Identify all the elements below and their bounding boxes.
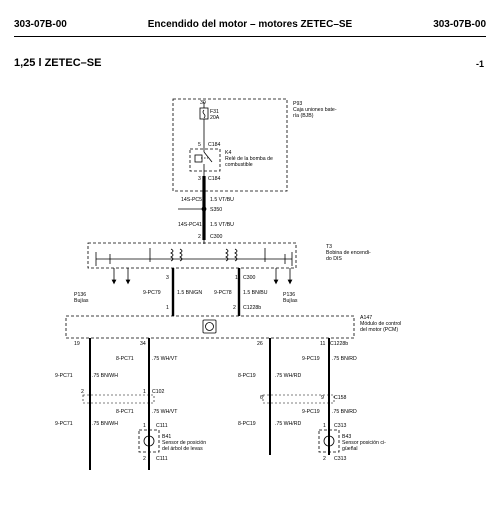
engine-title: 1,25 l ZETEC–SE [14, 57, 102, 69]
wire-pc41-spec: 1.5 VT/BU [210, 222, 234, 228]
coil-desc2: do DIS [326, 256, 342, 262]
rb-sensor-desc1: Sensor posición ci- [342, 440, 386, 446]
lb-sensor-desc1: Sensor de posición [162, 440, 206, 446]
header-divider [14, 36, 486, 37]
pcm-wire-left-id: 9-PC79 [143, 290, 161, 296]
pcm-pin-left: 1 [166, 305, 169, 311]
rb-c158: C158 [334, 395, 347, 401]
lb-w4-id: 9-PC71 [55, 421, 73, 427]
rb-pin6: 6 [260, 395, 263, 401]
coil-pin3: 3 [166, 275, 169, 281]
coil-conn-right: C300 [243, 275, 256, 281]
relay-pin-bottom: 3 [198, 176, 201, 182]
ground-icon [202, 319, 217, 334]
header-title: Encendido del motor – motores ZETEC–SE [147, 19, 353, 30]
pcm-box [65, 315, 355, 339]
relay-conn-bottom: C184 [208, 176, 221, 182]
lb-w4-spec: .75 BN/WH [92, 421, 118, 427]
lb-w2-id: 9-PC71 [55, 373, 73, 379]
lb-w2-spec: .75 BN/WH [92, 373, 118, 379]
bujias-right-label: Bujías [283, 298, 298, 304]
crankshaft-sensor [318, 429, 340, 453]
pcm-wire-right-spec: 1.5 BN/BU [243, 290, 268, 296]
lb-c102: C102 [152, 389, 165, 395]
lb-pin2: 2 [81, 389, 84, 395]
rb-w4-id: 8-PC19 [238, 421, 256, 427]
coil-pin1: 1 [235, 275, 238, 281]
lb-pin1: 1 [143, 389, 146, 395]
bjb-desc1: Caja uniones bate- [293, 107, 337, 113]
relay-code: K4 [225, 150, 231, 156]
pcm-wire-left-spec: 1.5 BN/GN [177, 290, 202, 296]
lb-c111-bottom: C111 [156, 456, 168, 462]
lb-w3-id: 8-PC71 [116, 409, 134, 415]
bujias-left-code: P136 [74, 292, 86, 298]
pcm-pin34: 34 [140, 341, 146, 347]
bjb-desc2: ría (BJB) [293, 113, 314, 119]
pcm-pin11: 11 [320, 341, 325, 347]
pcm-pin26: 26 [257, 341, 263, 347]
pcm-conn-bottom: C1228b [330, 341, 348, 347]
coil-desc1: Bobina de encendi- [326, 250, 371, 256]
pcm-pin-right: 2 [233, 305, 236, 311]
pcm-wire-right-id: 9-PC78 [214, 290, 232, 296]
rb-pin-b2: 2 [323, 456, 326, 462]
rb-sensor-desc2: güeñal [342, 446, 358, 452]
rb-c313-bottom: C313 [334, 456, 347, 462]
coil-pin-top: 2 [198, 234, 201, 240]
lb-pin-b2: 2 [143, 456, 146, 462]
relay-box [189, 148, 221, 172]
relay-pin-top: 5 [198, 142, 201, 148]
rb-w4-spec: .75 WH/RD [275, 421, 301, 427]
lb-w1-spec: .75 WH/VT [152, 356, 178, 362]
rb-pin9: 9 [321, 395, 324, 401]
header-section-right: 303-07B-00 [433, 19, 486, 30]
lb-w1-id: 8-PC71 [116, 356, 134, 362]
header-section-left: 303-07B-00 [14, 19, 67, 30]
bjb-code: P93 [293, 101, 302, 107]
pcm-desc1: Módulo de control [360, 321, 401, 327]
rb-sensor-code: B43 [342, 434, 351, 440]
bujias-right-code: P136 [283, 292, 295, 298]
lb-sensor-code: B41 [162, 434, 171, 440]
lb-w3-spec: .75 WH/VT [152, 409, 178, 415]
relay-desc2: combustible [225, 162, 253, 168]
rb-w1-id: 9-PC19 [302, 356, 320, 362]
fuse-rating: 20A [210, 115, 220, 121]
rb-w2-id: 8-PC19 [238, 373, 256, 379]
rb-w3-id: 9-PC19 [302, 409, 320, 415]
bjb-pin: 30 [200, 100, 206, 106]
relay-conn-top: C184 [208, 142, 221, 148]
lb-sensor-desc2: del árbol de levas [162, 446, 203, 452]
lb-c111-top: C111 [156, 423, 168, 429]
bujias-left-label: Bujías [74, 298, 89, 304]
wire-pc5-spec: 1.5 VT/BU [210, 197, 234, 203]
splice-label: S350 [210, 207, 222, 213]
lb-pin-b1: 1 [143, 423, 146, 429]
bjb-box [172, 98, 288, 192]
page-number: -1 [475, 59, 484, 69]
coil-conn-top: C300 [210, 234, 223, 240]
coil-box [87, 242, 297, 269]
pcm-code: A147 [360, 315, 372, 321]
pcm-conn-top: C1228b [243, 305, 261, 311]
fuse-label: F31 [210, 109, 219, 115]
rb-c313-top: C313 [334, 423, 347, 429]
wire-pc41-id: 14S-PC41 [178, 222, 202, 228]
rb-w2-spec: .75 WH/RD [275, 373, 301, 379]
rb-w1-spec: .75 BN/RD [332, 356, 357, 362]
rb-w3-spec: .75 BN/RD [332, 409, 357, 415]
pcm-desc2: del motor (PCM) [360, 327, 398, 333]
coil-code: T3 [326, 244, 332, 250]
pcm-pin19: 19 [74, 341, 80, 347]
relay-desc1: Relé de la bomba de [225, 156, 273, 162]
wire-pc5-id: 14S-PC5 [181, 197, 202, 203]
rb-pin-b1: 1 [323, 423, 326, 429]
